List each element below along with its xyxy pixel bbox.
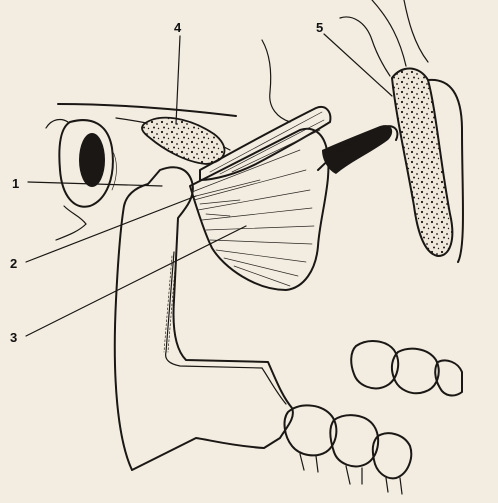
ear-canal (46, 120, 117, 240)
lower-teeth (285, 405, 412, 494)
leader-line-5 (324, 34, 392, 96)
upper-ligament-fibers (210, 112, 324, 174)
skull-line-d (404, 0, 428, 62)
dark-shadow (322, 125, 392, 174)
leader-line-2 (26, 196, 196, 262)
upper-teeth (351, 341, 462, 395)
label-2: 2 (10, 256, 17, 271)
zygomatic-arch-line (58, 104, 236, 116)
palatine-bone (392, 68, 452, 256)
label-1: 1 (12, 176, 19, 191)
label-3: 3 (10, 330, 17, 345)
skull-line-b (340, 17, 390, 76)
articular-eminence (142, 118, 224, 164)
label-4: 4 (174, 20, 182, 35)
skull-line-a (372, 0, 406, 66)
leader-line-3 (26, 226, 246, 336)
label-5: 5 (316, 20, 323, 35)
leader-lines (26, 34, 392, 336)
skull-line-c (262, 40, 290, 122)
